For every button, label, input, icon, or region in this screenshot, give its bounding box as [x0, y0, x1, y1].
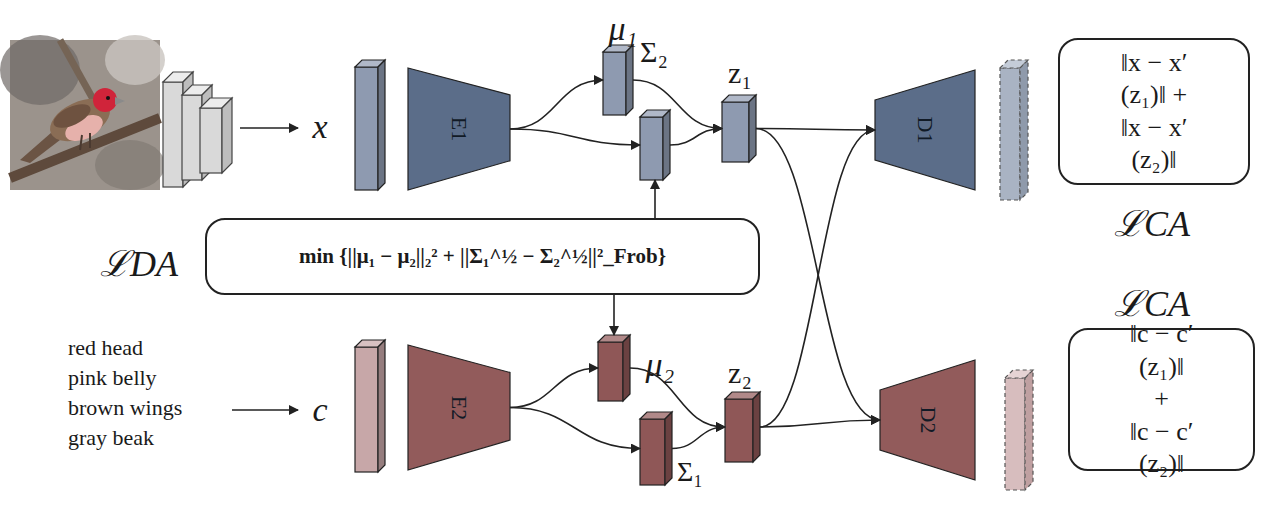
- input-arrow: [240, 127, 298, 129]
- connector-arrow: [672, 427, 725, 449]
- network-label: E1: [448, 117, 470, 141]
- tensor-node: x: [355, 60, 385, 190]
- math-label: z₂: [728, 358, 752, 388]
- connector-arrow: [510, 368, 598, 408]
- math-label: ℒCA: [1114, 286, 1190, 322]
- tensor-node: μ₂: [598, 335, 630, 401]
- network-label: D1: [914, 117, 936, 144]
- tensor-block: [603, 45, 633, 115]
- tensor-block: [598, 335, 630, 401]
- input-arrow: [232, 409, 298, 411]
- tensor-block: [355, 340, 385, 472]
- connector-arrow: [670, 129, 722, 146]
- connector-arrow: [756, 129, 880, 421]
- network-node: E2: [408, 345, 510, 470]
- reconstruction-bar: [1005, 370, 1033, 490]
- math-label: μ₂: [646, 348, 675, 382]
- network-node: D2: [880, 360, 975, 480]
- connector-arrow: [756, 129, 875, 131]
- reconstruction-bar: [1000, 60, 1028, 200]
- connector-arrow: [760, 420, 880, 427]
- tensor-block: [722, 95, 756, 162]
- tensor-block: [355, 60, 385, 190]
- connector-arrow: [510, 408, 640, 449]
- formula-text: ‖x − x′(z₁)‖ + ‖x − x′(z₂)‖: [1121, 47, 1188, 177]
- tensor-block: [640, 110, 670, 180]
- tensor-node: μ₁: [603, 45, 633, 115]
- math-label: Σ₂: [640, 37, 668, 67]
- network-node: E1: [408, 68, 510, 190]
- math-label: ℒCA: [1114, 206, 1190, 242]
- connector-arrow: [760, 130, 875, 427]
- connector-arrow: [630, 368, 725, 427]
- loss-box: ℒCA‖c − c′(z₁)‖ + ‖c − c′(z₂)‖: [1068, 328, 1255, 471]
- loss-box: ‖x − x′(z₁)‖ + ‖x − x′(z₂)‖ℒCA: [1058, 38, 1250, 185]
- connector-arrow: [654, 180, 656, 218]
- connector-arrow: [613, 295, 615, 335]
- tensor-node: Σ₁: [640, 412, 672, 485]
- math-label: ℒDA: [100, 246, 178, 282]
- math-label: c: [312, 393, 327, 427]
- formula-text: ‖c − c′(z₁)‖ + ‖c − c′(z₂)‖: [1130, 318, 1194, 481]
- attribute-text: red head pink belly brown wings gray bea…: [68, 333, 182, 453]
- network-label: E2: [448, 395, 470, 419]
- feature-maps: [163, 72, 232, 187]
- tensor-node: z₂: [725, 392, 760, 462]
- tensor-node: z₁: [722, 95, 756, 162]
- math-label: z₁: [728, 58, 752, 88]
- tensor-node: Σ₂: [640, 110, 670, 180]
- tensor-block: [640, 412, 672, 485]
- math-label: Σ₁: [677, 458, 703, 486]
- tensor-node: c: [355, 340, 385, 472]
- network-node: D1: [875, 70, 975, 190]
- formula-text: min {||μ₁ − μ₂||₂² + ||Σ₁^½ − Σ₂^½||²_Fr…: [299, 243, 666, 269]
- bird-photo: [0, 35, 165, 190]
- math-label: μ₁: [609, 12, 638, 46]
- connector-arrow: [510, 129, 640, 145]
- connector-arrow: [510, 80, 603, 129]
- loss-box: ℒDAmin {||μ₁ − μ₂||₂² + ||Σ₁^½ − Σ₂^½||²…: [205, 218, 760, 295]
- network-label: D2: [917, 407, 939, 434]
- tensor-block: [725, 392, 760, 462]
- math-label: x: [312, 110, 327, 144]
